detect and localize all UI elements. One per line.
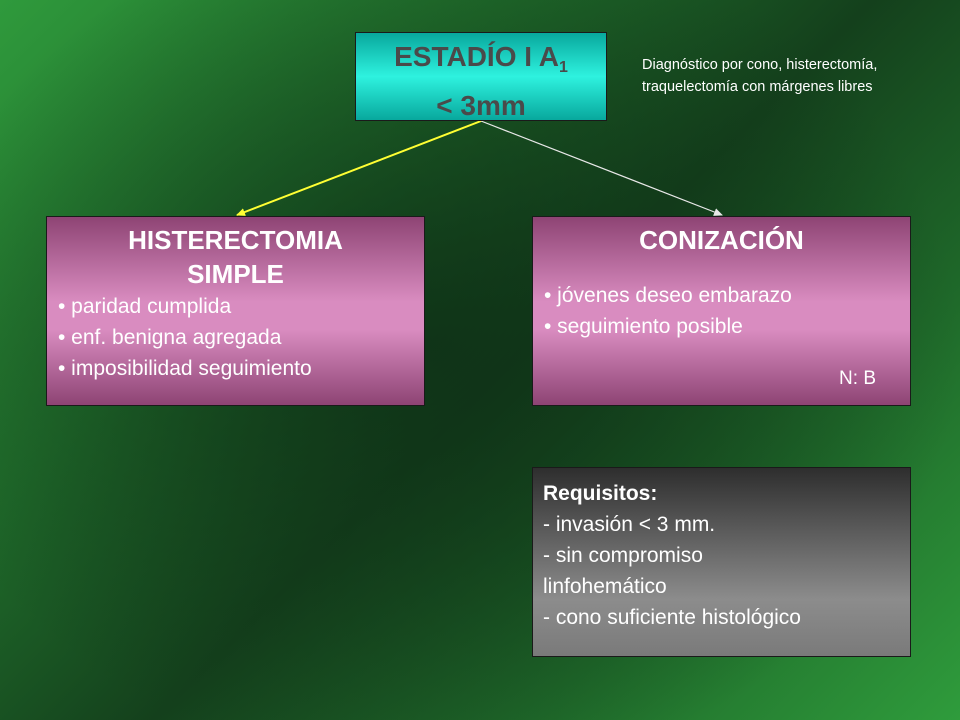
stage-subscript: 1: [559, 59, 568, 76]
conizacion-title: CONIZACIÓN: [639, 225, 804, 255]
requisitos-line: - invasión < 3 mm.: [543, 513, 716, 536]
histerectomia-title-line2: SIMPLE: [187, 259, 284, 289]
histerectomia-box: HISTERECTOMIA SIMPLE • paridad cumplida …: [46, 216, 425, 406]
conizacion-bullet: • jóvenes deseo embarazo: [544, 284, 792, 307]
histerectomia-title: HISTERECTOMIA: [128, 225, 343, 255]
requisitos-line: - cono suficiente histológico: [543, 606, 801, 629]
histerectomia-bullet: • enf. benigna agregada: [58, 326, 282, 349]
diagnosis-note-line: traquelectomía con márgenes libres: [642, 79, 873, 95]
stage-title: ESTADÍO I A1: [394, 41, 568, 76]
arrow-to-conizacion: [480, 120, 723, 216]
histerectomia-bullet: • paridad cumplida: [58, 295, 232, 318]
requisitos-line: - sin compromiso: [543, 544, 703, 567]
arrow-to-histerectomia: [236, 120, 482, 216]
diagnosis-note-line: Diagnóstico por cono, histerectomía,: [642, 57, 878, 73]
conizacion-box: CONIZACIÓN • jóvenes deseo embarazo • se…: [532, 216, 911, 406]
histerectomia-bullet: • imposibilidad seguimiento: [58, 357, 312, 380]
requisitos-box: Requisitos: - invasión < 3 mm. - sin com…: [532, 467, 911, 657]
requisitos-line: linfohemático: [543, 575, 667, 598]
diagnosis-note: Diagnóstico por cono, histerectomía, tra…: [642, 54, 960, 98]
requisitos-title: Requisitos:: [543, 482, 658, 505]
conizacion-bullet: • seguimiento posible: [544, 315, 743, 338]
stage-size: < 3mm: [436, 90, 526, 121]
stage-box: ESTADÍO I A1 < 3mm: [355, 32, 607, 121]
evidence-level: N: B: [839, 368, 876, 389]
